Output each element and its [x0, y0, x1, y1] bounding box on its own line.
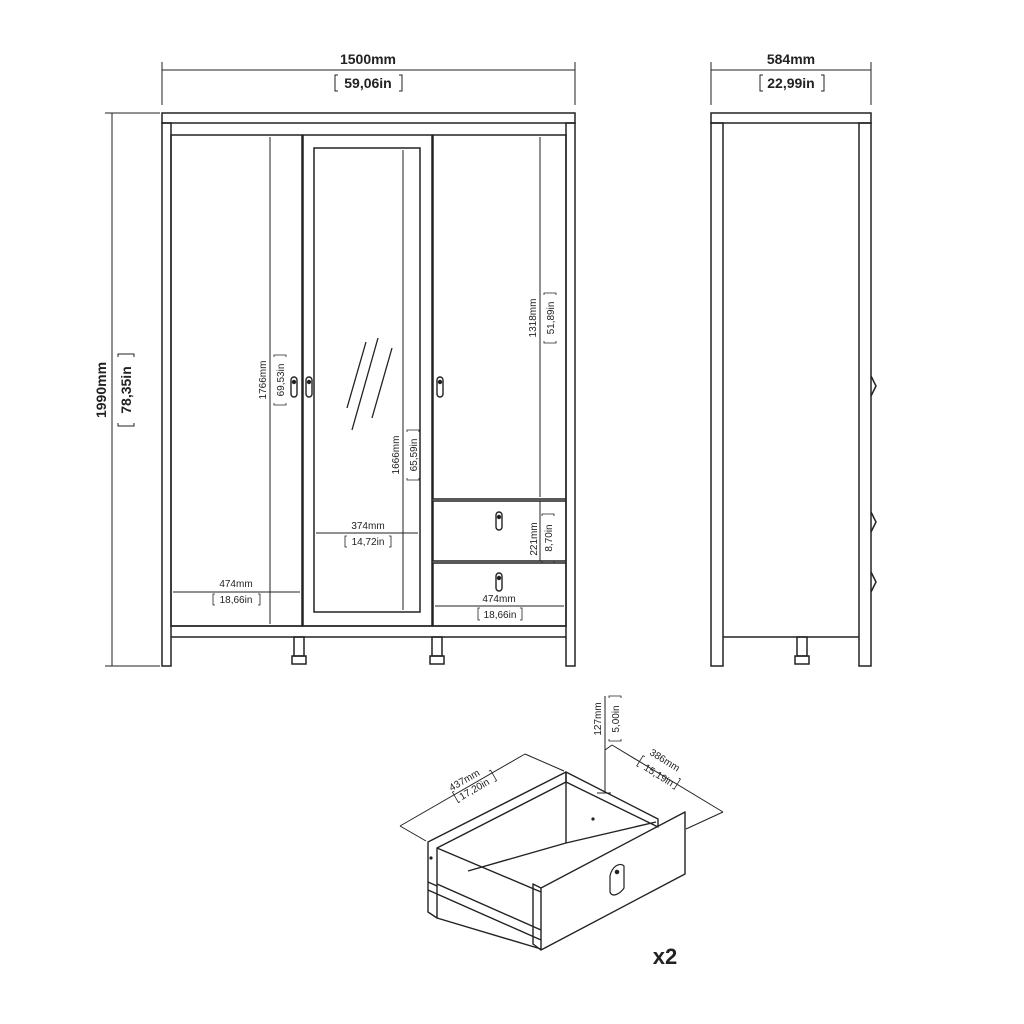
left-door-height-in-box: [273, 354, 287, 406]
front-right-post: [565, 122, 576, 667]
depth-in: 22,99in: [767, 75, 814, 91]
drawer-dimension-lines: [399, 696, 724, 842]
overall-height-in-box: [117, 353, 135, 427]
handle-icon: [290, 376, 298, 398]
overall-width-in-box: [334, 74, 403, 92]
mirror-height-mm: 1666mm: [391, 436, 402, 475]
mirror-width-in-box: [344, 535, 392, 548]
side-handle-icon: [870, 375, 877, 397]
side-handle-icon: [870, 511, 877, 533]
drawer-depth-in-box: [636, 755, 681, 790]
drawer-left-side: [427, 771, 567, 919]
front-foot-left-pad: [291, 655, 307, 665]
mirror-height-in: 65,59in: [409, 439, 420, 472]
left-width-in-box: [212, 593, 261, 606]
drawer-height-in: 5,00in: [611, 705, 622, 732]
mirror-height-in-box: [406, 429, 420, 481]
mirror-width-in: 14,72in: [352, 537, 385, 548]
drawer-height-in-box: [608, 695, 622, 742]
side-top-board: [710, 112, 872, 124]
drawer-height-front-mm: 221mm: [529, 522, 540, 555]
drawer-front-panel: [540, 811, 686, 951]
dimension-lines: [105, 62, 576, 667]
overall-height-in: 78,35in: [118, 366, 134, 413]
side-foot: [796, 636, 808, 657]
left-door-height-mm: 1766mm: [258, 361, 269, 400]
overall-height-mm: 1990mm: [93, 362, 109, 418]
front-foot-left: [293, 636, 305, 657]
handle-icon: [305, 376, 313, 398]
overall-width-mm: 1500mm: [340, 51, 396, 67]
door-handles: [290, 376, 503, 592]
mirror-door: [302, 134, 433, 627]
left-door: [170, 134, 303, 627]
mirror-width-mm: 374mm: [351, 521, 384, 532]
side-depth-dimension: [710, 62, 872, 105]
side-view: [710, 112, 877, 667]
drawer-height-front-in-box: [541, 513, 555, 564]
front-view: [161, 112, 576, 667]
front-drawer-upper: [432, 500, 567, 562]
right-door-height-mm: 1318mm: [528, 299, 539, 338]
right-width-in: 18,66in: [484, 610, 517, 621]
side-front-post: [858, 122, 872, 667]
drawer-height-front-in: 8,70in: [544, 524, 555, 551]
right-door: [432, 134, 567, 500]
side-back-post: [710, 122, 724, 667]
drawer-back-panel: [565, 771, 659, 828]
front-foot-right-pad: [429, 655, 445, 665]
side-foot-pad: [794, 655, 810, 665]
drawer-quantity: x2: [653, 944, 677, 969]
front-left-post: [161, 122, 172, 667]
left-width-in: 18,66in: [220, 595, 253, 606]
front-foot-right: [431, 636, 443, 657]
left-width-mm: 474mm: [219, 579, 252, 590]
drawer-width-in-box: [451, 769, 498, 804]
drawer-height-mm: 127mm: [593, 702, 604, 735]
right-door-height-in: 51,89in: [546, 302, 557, 335]
right-door-height-in-box: [543, 292, 557, 344]
drawer-isometric: [427, 771, 686, 951]
mirror-glass: [313, 147, 421, 613]
side-handle-icon: [870, 571, 877, 593]
depth-mm: 584mm: [767, 51, 815, 67]
left-door-height-in: 69,53in: [276, 364, 287, 397]
front-drawer-lower: [432, 562, 567, 627]
mirror-reflection: [346, 337, 393, 431]
handle-icon: [495, 572, 503, 592]
right-width-mm: 474mm: [482, 594, 515, 605]
handle-icon: [436, 376, 444, 398]
overall-width-in: 59,06in: [344, 75, 391, 91]
right-width-in-box: [477, 607, 523, 621]
drawer-handle-icon: [609, 863, 625, 896]
front-top-board: [161, 112, 576, 124]
handle-icon: [495, 511, 503, 531]
